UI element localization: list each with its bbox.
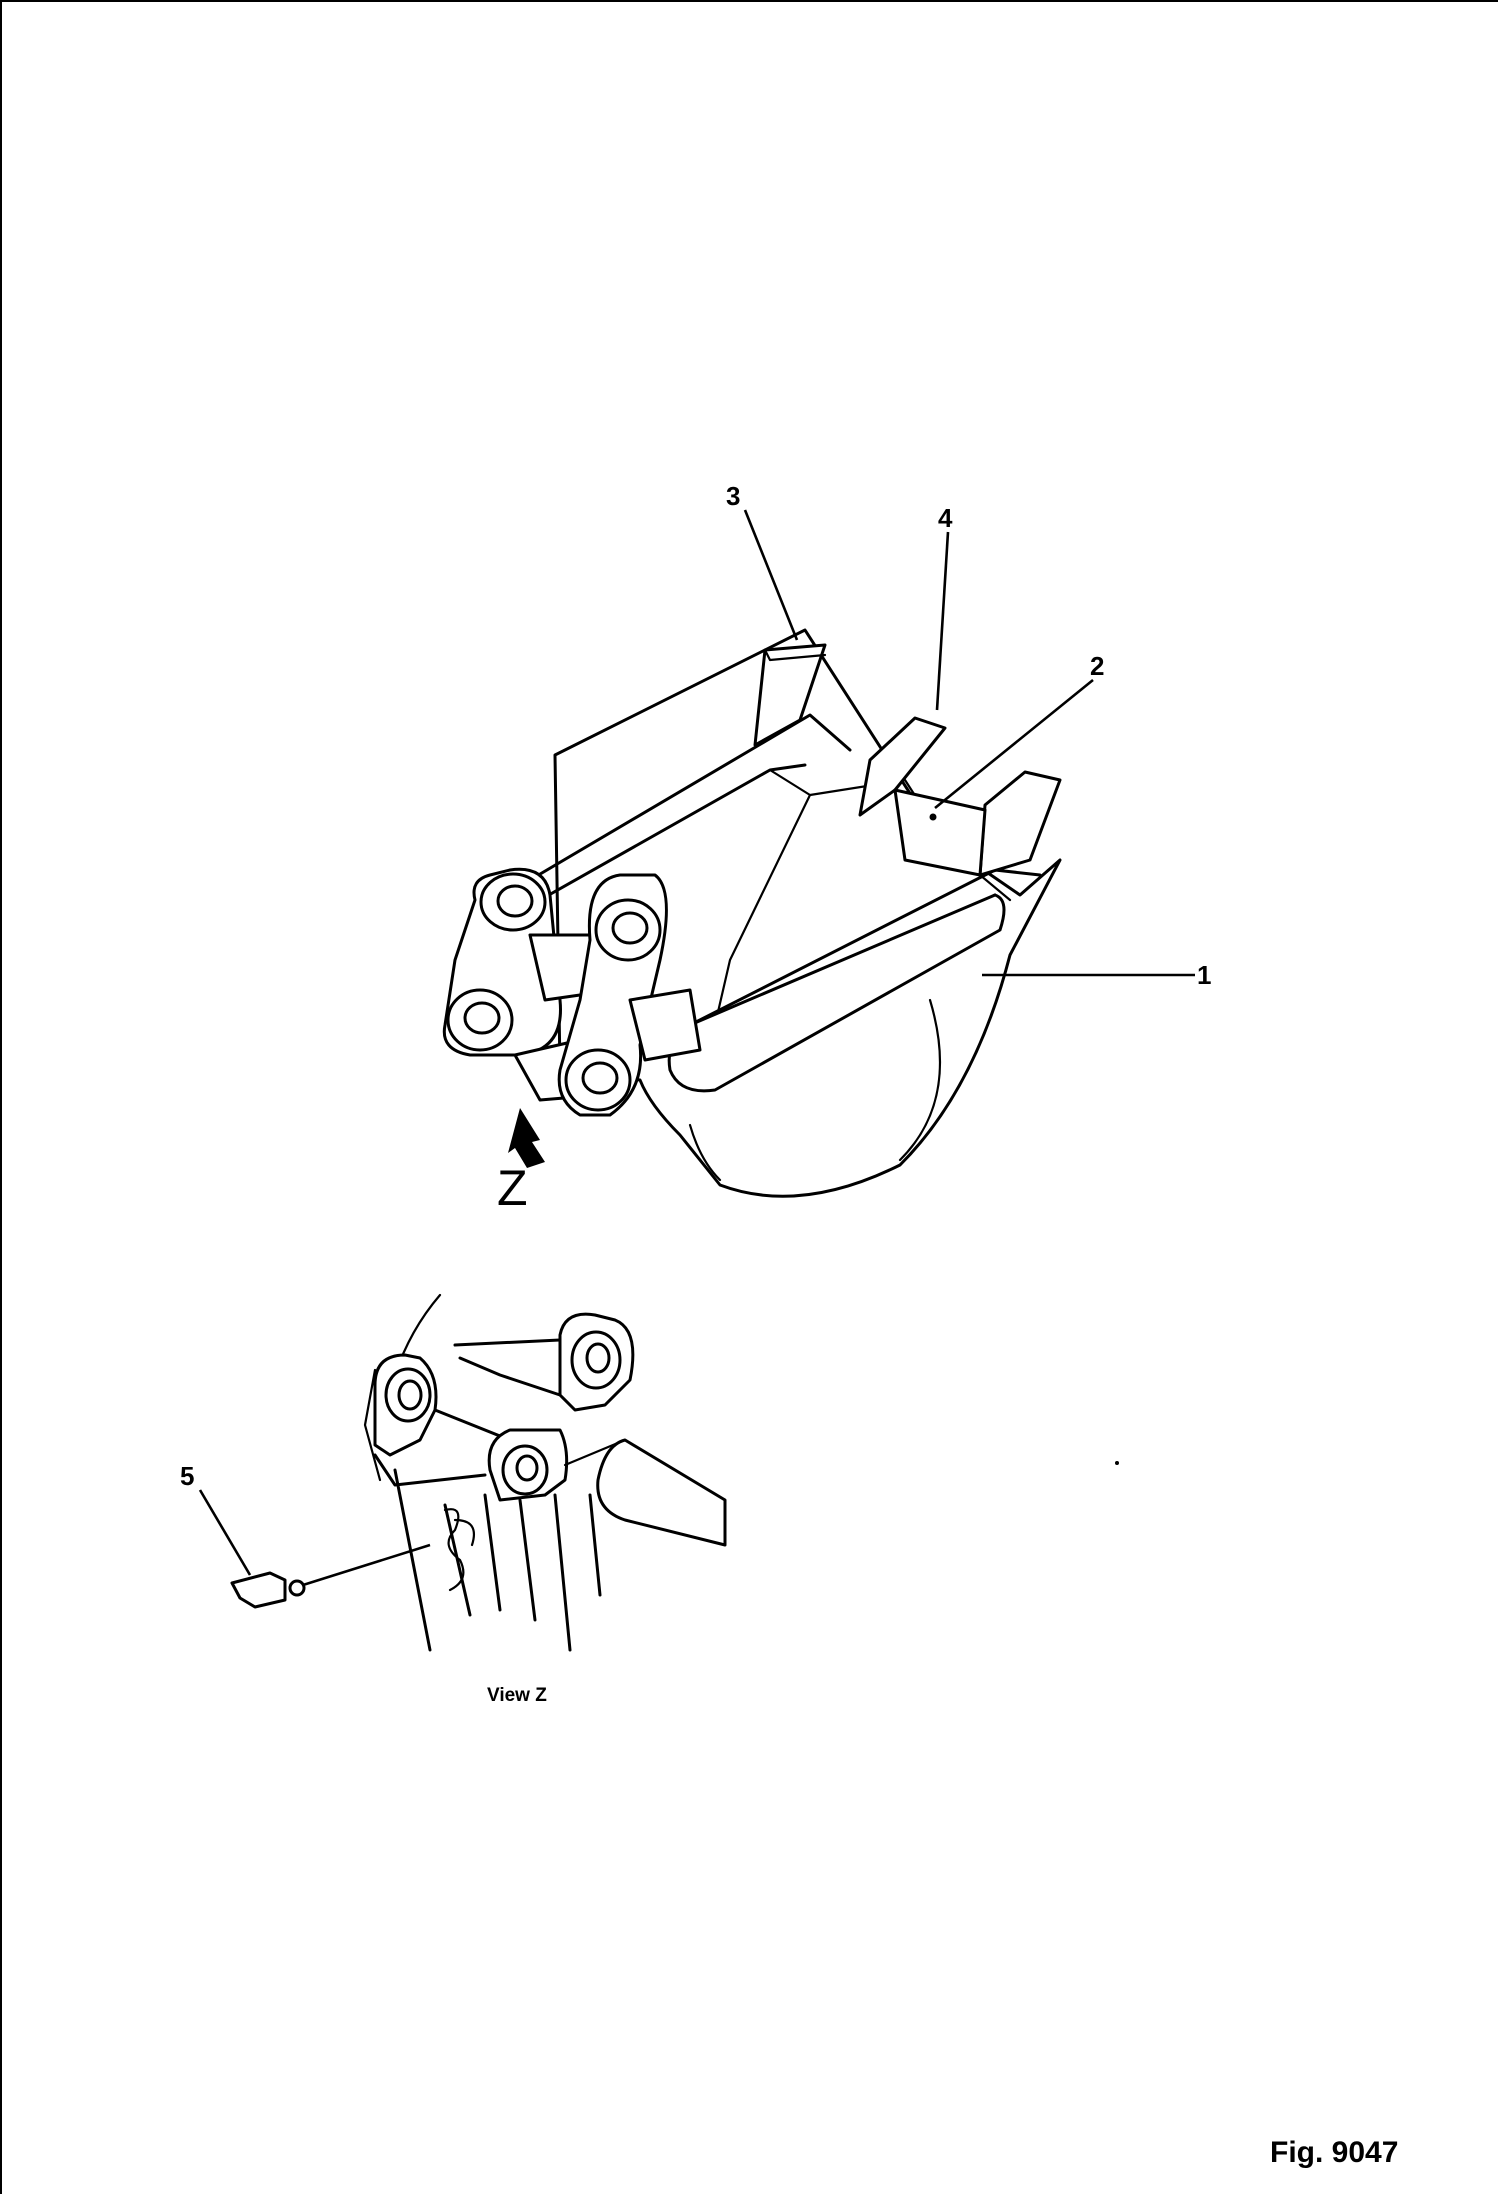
side-cutter	[893, 788, 987, 877]
view-marker-z: Z	[497, 1160, 528, 1216]
detail-crossbar	[433, 1338, 562, 1442]
speck	[1115, 1461, 1119, 1465]
detail-fitting	[443, 1508, 476, 1592]
tooth-right	[978, 770, 1062, 877]
leader-4	[935, 531, 950, 711]
bucket-back	[688, 998, 942, 1182]
callout-4: 4	[938, 503, 953, 533]
part-2-marker	[929, 813, 937, 821]
callout-2: 2	[1090, 651, 1104, 681]
callout-1: 1	[1197, 960, 1211, 990]
figure-label: Fig. 9047	[1270, 2136, 1398, 2169]
detail-frame	[373, 1453, 602, 1652]
view-caption: View Z	[487, 1685, 547, 1706]
view-z-detail	[363, 1293, 727, 1652]
leader-5-to-part	[302, 1543, 431, 1587]
part-5-clamp	[230, 1571, 287, 1609]
detail-pipe	[596, 1438, 727, 1547]
leader-2	[934, 678, 1094, 810]
leader-3	[743, 509, 799, 641]
tooth-4	[858, 716, 947, 817]
leader-5	[198, 1489, 252, 1576]
view-z-arrow	[508, 1108, 545, 1168]
callout-5: 5	[180, 1461, 194, 1491]
callout-3: 3	[726, 481, 740, 511]
tooth-3	[753, 643, 827, 747]
bucket-assembly	[442, 628, 1062, 1198]
